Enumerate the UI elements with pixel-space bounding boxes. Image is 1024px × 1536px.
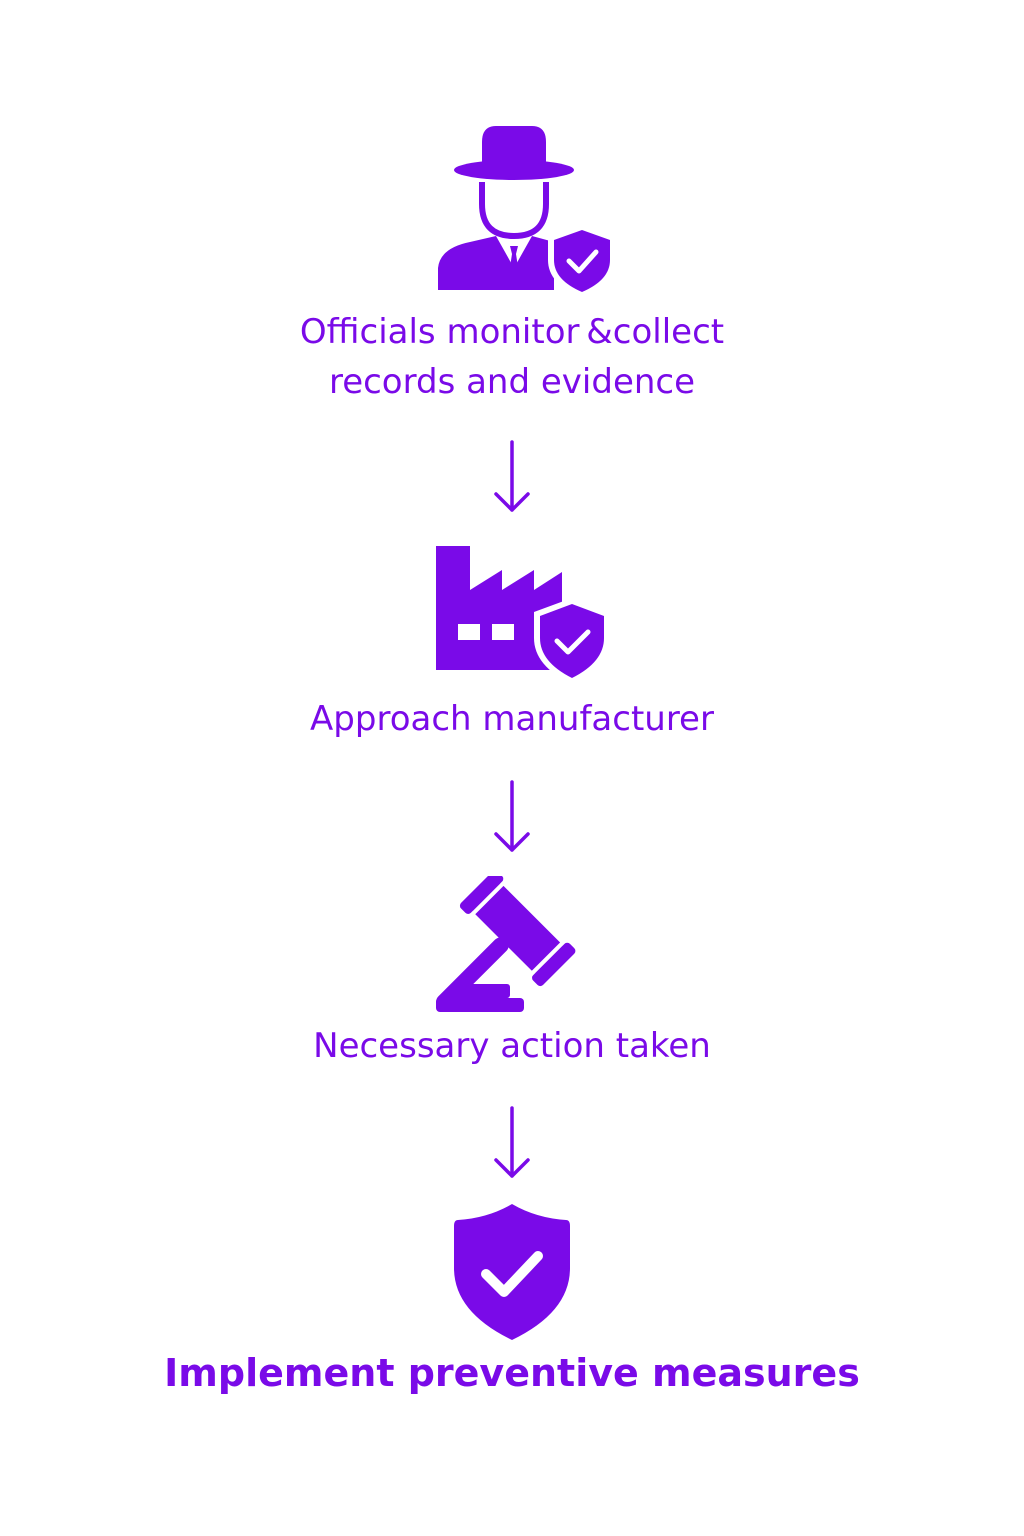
- step-1-label-line-2: records and evidence: [328, 362, 696, 402]
- step-2-label: Approach manufacturer: [0, 694, 1024, 744]
- arrow-down-icon: [494, 1106, 530, 1178]
- step-1-label: Officials monitor &collect records and e…: [0, 307, 1024, 407]
- arrow-down-icon: [494, 440, 530, 512]
- inspector-icon: [438, 126, 616, 298]
- step-2-label-line-1: Approach manufacturer: [310, 699, 714, 739]
- step-4-label: Implement preventive measures: [0, 1348, 1024, 1398]
- gavel-icon: [436, 876, 576, 1012]
- shield-check-icon: [454, 1204, 570, 1340]
- step-4-label-line-1: Implement preventive measures: [164, 1351, 860, 1395]
- step-1-label-line-1: Officials monitor &collect: [299, 312, 725, 352]
- factory-shield-icon: [436, 546, 610, 684]
- arrow-down-icon: [494, 780, 530, 852]
- step-3-label-line-1: Necessary action taken: [313, 1026, 711, 1066]
- step-3-label: Necessary action taken: [0, 1021, 1024, 1071]
